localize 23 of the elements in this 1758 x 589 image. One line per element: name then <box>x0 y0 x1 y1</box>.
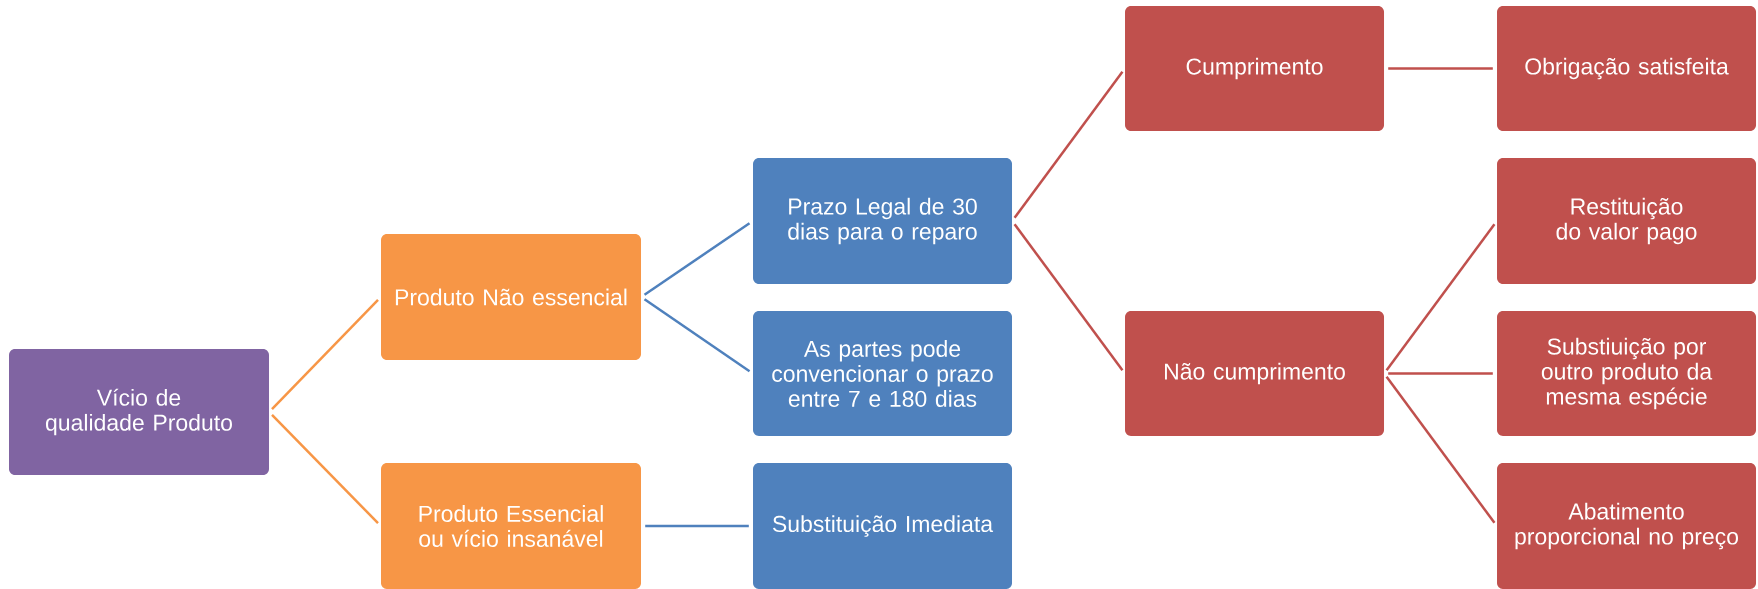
process-box: Substiuição por outro produto da mesma espécie <box>1497 311 1756 436</box>
connector-line <box>1013 70 1124 219</box>
connector-line <box>271 299 379 410</box>
process-box: Não cumprimento <box>1125 311 1384 436</box>
process-box: Cumprimento <box>1125 6 1384 131</box>
process-box: Substituição Imediata <box>753 463 1012 589</box>
connector-line <box>1385 223 1496 372</box>
connector-line <box>1385 375 1496 524</box>
connector-line <box>1013 223 1124 372</box>
process-box: Produto Essencial ou vício insanável <box>381 463 641 589</box>
connector-line <box>643 298 751 373</box>
connector-line <box>645 524 749 528</box>
connector-line <box>1388 67 1493 70</box>
process-box: Produto Não essencial <box>381 234 641 360</box>
connector-line <box>643 222 751 296</box>
process-box: Obrigação satisfeita <box>1497 6 1756 131</box>
process-box: Abatimento proporcional no preço <box>1497 463 1756 589</box>
process-box: As partes pode convencionar o prazo entre 7 e 180 dias <box>753 311 1012 436</box>
process-box: Prazo Legal de 30 dias para o reparo <box>753 158 1012 284</box>
connector-line <box>1388 372 1493 375</box>
process-box: Restituição do valor pago <box>1497 158 1756 284</box>
process-box: Vício de qualidade Produto <box>9 349 269 475</box>
connector-line <box>271 414 379 525</box>
